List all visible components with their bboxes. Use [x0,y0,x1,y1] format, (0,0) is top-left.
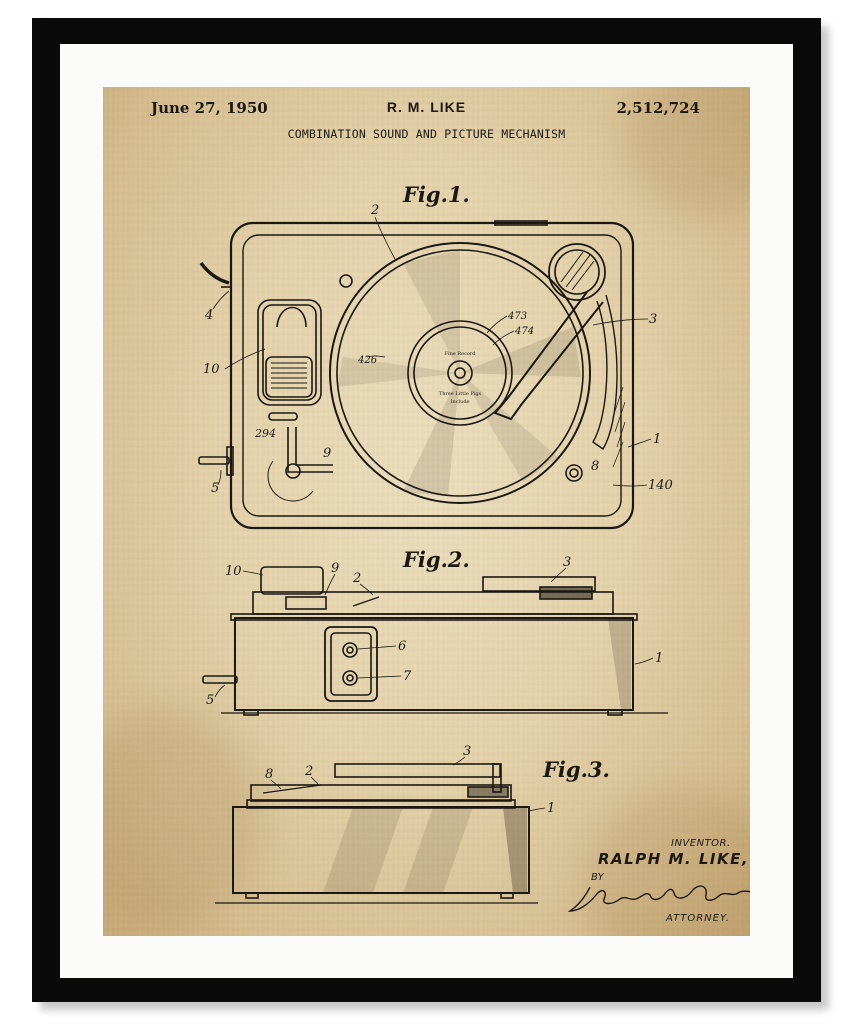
fig2-label-10: 10 [225,564,242,579]
fig1-label-10: 10 [203,362,220,377]
attorney-signature [568,885,750,912]
paper-texture [103,87,750,936]
fig1-labels: 2 4 10 3 473 474 426 294 9 5 1 8 140 [203,203,673,496]
fig3-label-2: 2 [304,764,313,779]
fig1-label-426: 426 [357,355,378,366]
fig3-label-8: 8 [265,767,273,782]
fig1-label-473: 473 [507,311,527,322]
patent-date: June 27, 1950 [151,99,268,117]
fig1-label-474: 474 [514,326,534,337]
fig3-leader-lines [270,756,546,812]
inventor-name: RALPH M. LIKE, [598,850,750,868]
fig3-label-3: 3 [463,744,471,759]
fig2-title: Fig.2. [402,547,470,572]
fig1-label-3: 3 [649,312,657,327]
fig2-label-3: 3 [563,555,571,570]
patent-poster: June 27, 1950 R. M. LIKE 2,512,724 COMBI… [103,87,750,936]
fig1-label-9: 9 [323,446,331,461]
fig3-label-1: 1 [547,801,555,816]
record-label-line-3: Include [451,399,470,405]
fig2-labels: 10 9 2 3 6 7 1 5 [206,555,663,708]
fig1-title: Fig.1. [402,182,470,207]
by-label: BY [591,872,604,883]
patent-inventor-header: R. M. LIKE [386,99,467,115]
fig3-turntable-angled-view [215,763,538,904]
fig1-label-1: 1 [653,432,661,447]
fig1-label-4: 4 [204,308,213,323]
fig2-label-2: 2 [352,571,361,586]
fig2-label-7: 7 [403,669,412,684]
inventor-caption: INVENTOR. [671,838,731,849]
fig2-label-9: 9 [331,561,339,576]
paper-stain [103,707,263,927]
record-label-line-1: Fine Record [445,351,477,357]
patent-number: 2,512,724 [616,99,700,117]
fig1-label-140: 140 [648,478,673,493]
patent-drawing: Fig.1. [198,182,673,904]
attorney-caption: ATTORNEY. [666,913,730,924]
fig1-label-2: 2 [370,203,379,218]
fig2-label-1: 1 [655,651,663,666]
fig2-turntable-side-view [202,566,668,716]
fig1-label-8: 8 [591,459,599,474]
fig2-label-5: 5 [206,693,214,708]
fig2-leader-lines [214,567,654,698]
fig1-label-5: 5 [211,481,219,496]
record-label-line-2: Three Little Pigs [439,391,482,397]
fig3-title: Fig.3. [542,757,610,782]
fig1-leader-lines [212,216,652,487]
fig1-label-294: 294 [254,427,276,440]
fig2-label-6: 6 [398,639,406,654]
fig3-labels: 3 8 2 1 [265,744,555,816]
patent-title: COMBINATION SOUND AND PICTURE MECHANISM [287,127,566,141]
fig1-turntable-top-view: Fine Record Three Little Pigs Include [198,220,635,530]
